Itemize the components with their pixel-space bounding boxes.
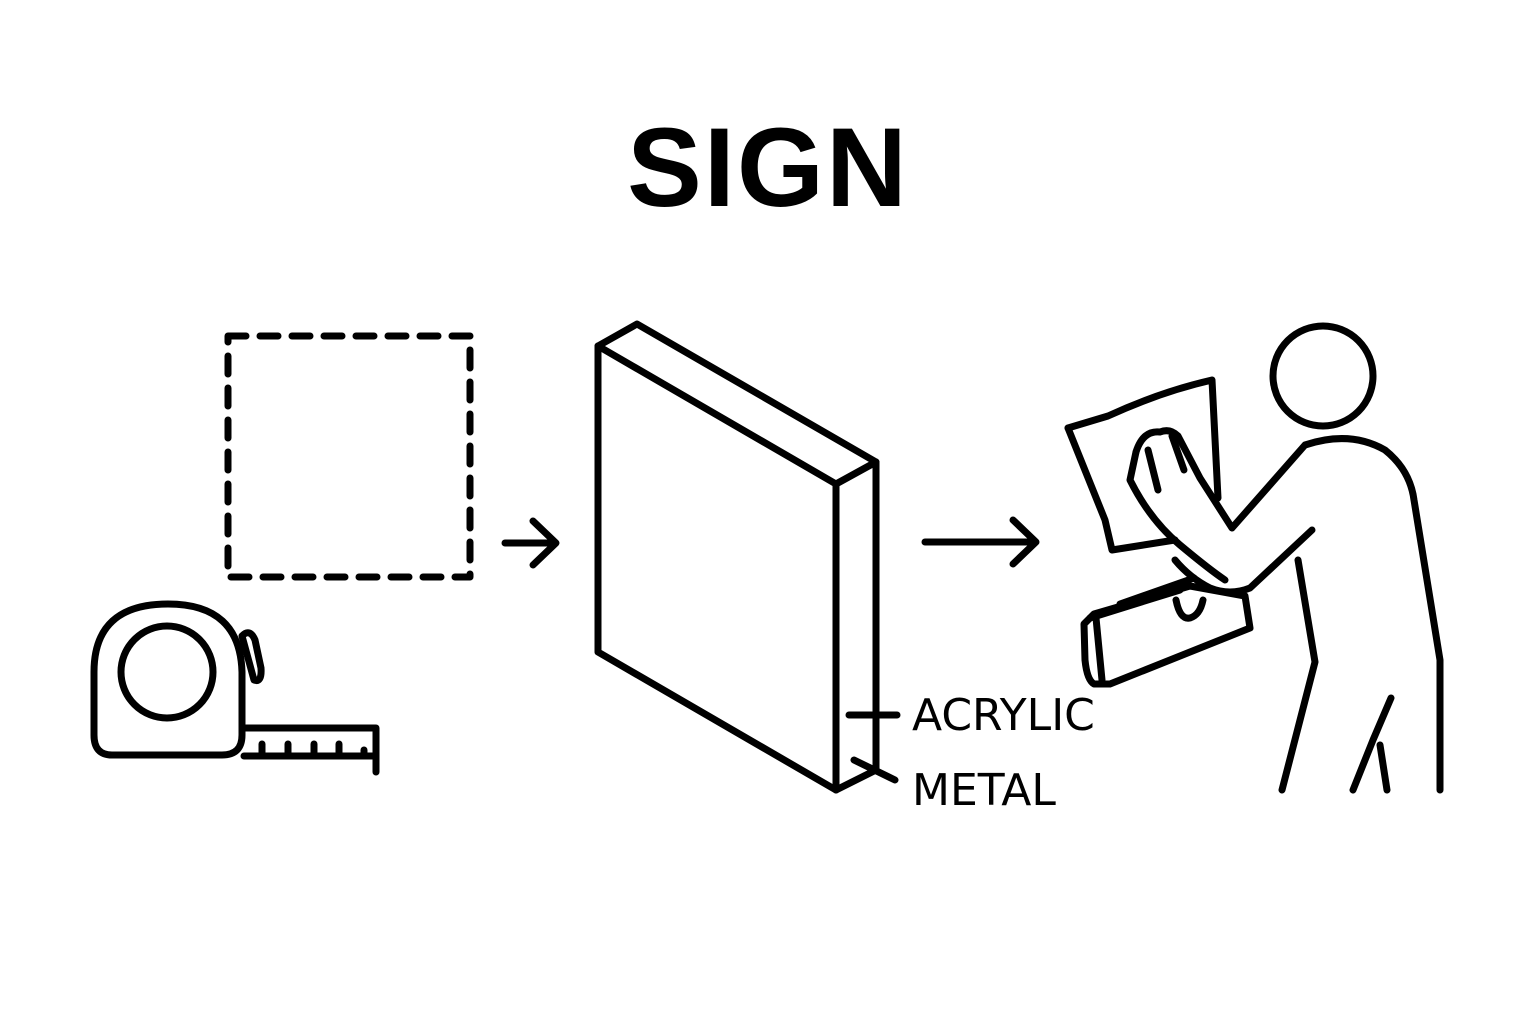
arrow-right-icon [501,517,560,569]
tape-measure-icon [90,600,380,776]
arrow-right-icon [921,516,1040,568]
sign-panel-icon [594,320,901,794]
dashed-area-icon [224,332,474,581]
diagram-title: SIGN [627,105,909,230]
person-installing-icon [1064,322,1444,794]
material-label-metal: METAL [912,765,1056,816]
material-label-acrylic: ACRYLIC [912,690,1095,741]
